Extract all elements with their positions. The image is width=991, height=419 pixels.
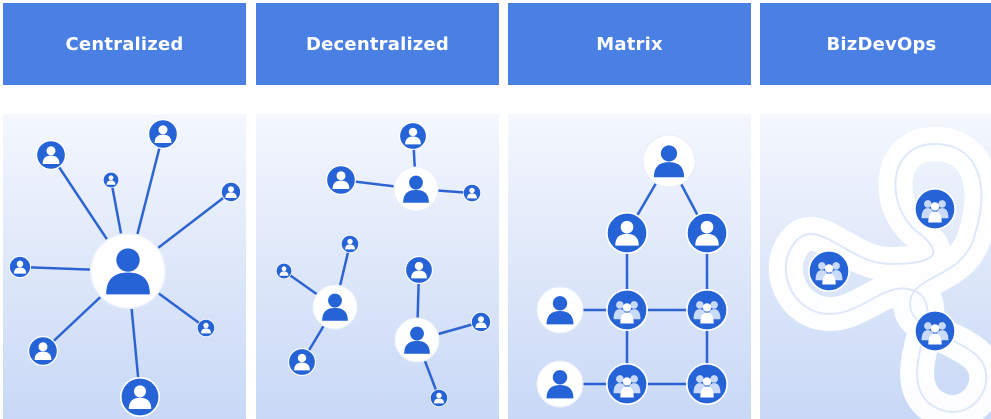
panel-title: Decentralized	[306, 33, 449, 55]
person-icon	[276, 263, 292, 279]
person-icon	[430, 389, 448, 407]
panel-matrix: Matrix	[508, 0, 751, 419]
panel-decentralized: Decentralized	[256, 0, 499, 419]
person-icon	[148, 119, 178, 149]
person-icon	[221, 182, 241, 202]
panel-title: Matrix	[596, 33, 663, 55]
hub-person-icon	[312, 284, 358, 330]
group-icon	[606, 289, 648, 331]
person-icon	[197, 319, 215, 337]
person-icon	[28, 336, 58, 366]
person-icon	[341, 235, 359, 253]
bizdevops-loop	[768, 127, 991, 419]
group-icon	[606, 363, 648, 405]
group-icon	[808, 250, 850, 292]
person-icon	[405, 256, 433, 284]
hub-person-icon	[394, 317, 440, 363]
bizdevops-diagram	[760, 114, 991, 419]
person-icon	[103, 172, 119, 188]
panel-centralized: Centralized	[3, 0, 246, 419]
person-icon	[36, 140, 66, 170]
centralized-diagram	[3, 114, 246, 419]
network-links	[560, 160, 709, 386]
group-icon	[686, 289, 728, 331]
panel-bizdevops: BizDevOps	[760, 0, 991, 419]
row-person-icon	[536, 286, 584, 334]
top-person-icon	[642, 134, 696, 188]
panel-header: Centralized	[3, 3, 246, 85]
person-icon	[686, 212, 728, 254]
panel-title: Centralized	[65, 33, 184, 55]
person-icon	[463, 184, 481, 202]
hub-person-icon	[393, 166, 439, 212]
person-icon	[288, 348, 316, 376]
group-icon	[914, 310, 956, 352]
group-icon	[914, 188, 956, 230]
decentralized-network	[276, 122, 491, 407]
panel-header: BizDevOps	[760, 3, 991, 85]
panel-header: Matrix	[508, 3, 751, 85]
matrix-network	[536, 134, 728, 408]
person-icon	[9, 256, 31, 278]
central-person-icon	[89, 232, 167, 310]
person-icon	[606, 212, 648, 254]
row-person-icon	[536, 360, 584, 408]
loop-outline	[784, 142, 988, 413]
person-icon	[399, 122, 427, 150]
person-icon	[471, 312, 491, 332]
panel-header: Decentralized	[256, 3, 499, 85]
decentralized-diagram	[256, 114, 499, 419]
group-icon	[686, 363, 728, 405]
person-icon	[120, 377, 160, 417]
centralized-network	[9, 119, 241, 417]
matrix-diagram	[508, 114, 751, 419]
panel-title: BizDevOps	[826, 33, 937, 55]
person-icon	[326, 165, 356, 195]
